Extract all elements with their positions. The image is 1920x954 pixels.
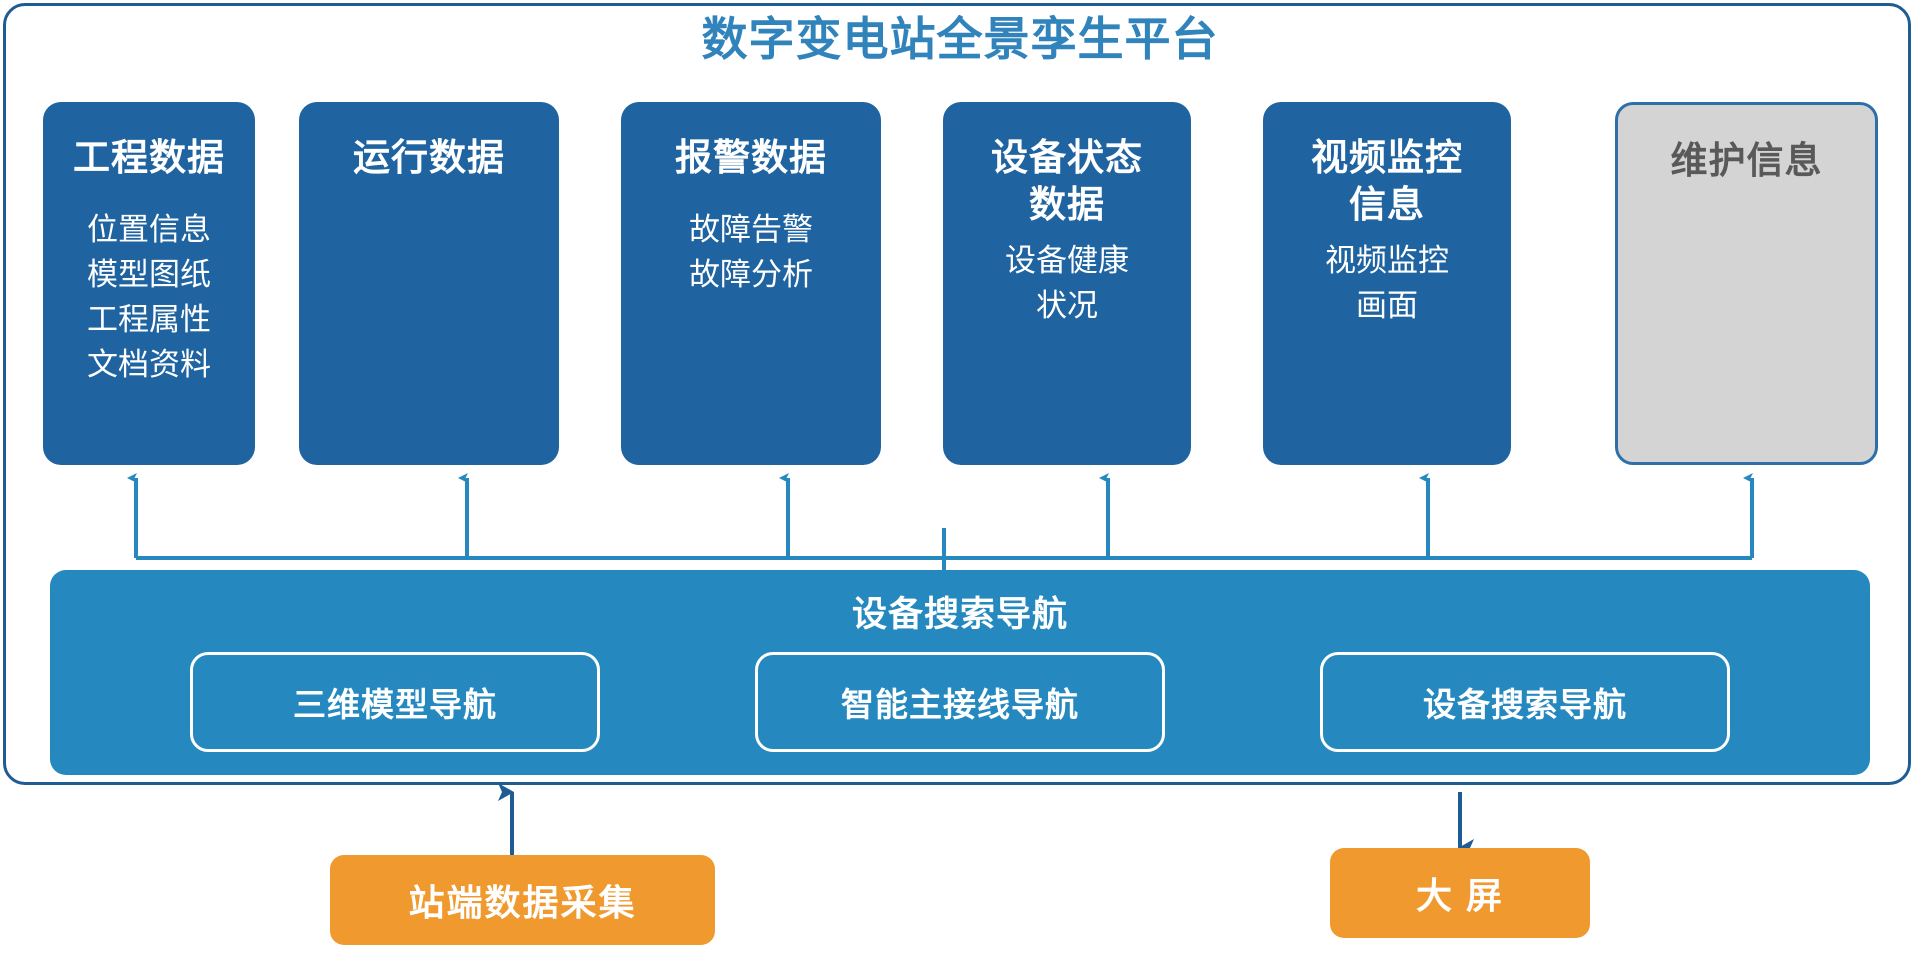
nav-pill-1[interactable]: 三维模型导航 xyxy=(190,652,600,752)
data-card-item: 视频监控 xyxy=(1325,243,1449,278)
page-title: 数字变电站全景孪生平台 xyxy=(701,13,1219,65)
data-card-item: 画面 xyxy=(1356,288,1418,323)
data-card-title: 工程数据 xyxy=(73,137,225,178)
nav-bar-title: 设备搜索导航 xyxy=(851,595,1068,634)
data-card-5[interactable]: 视频监控 信息视频监控画面 xyxy=(1263,102,1511,465)
data-card-row: 工程数据位置信息模型图纸工程属性文档资料运行数据报警数据故障告警故障分析设备状态… xyxy=(43,102,1878,465)
data-card-title: 维护信息 xyxy=(1670,140,1823,181)
data-card-item-list: 故障告警故障分析 xyxy=(689,207,813,297)
terminal-station-data-collection[interactable]: 站端数据采集 xyxy=(330,855,715,945)
nav-pill-3[interactable]: 设备搜索导航 xyxy=(1320,652,1730,752)
data-card-2[interactable]: 运行数据 xyxy=(299,102,559,465)
nav-pill-group: 三维模型导航 智能主接线导航 设备搜索导航 xyxy=(190,652,1730,752)
data-card-item: 模型图纸 xyxy=(87,257,211,292)
data-card-6[interactable]: 维护信息 xyxy=(1615,102,1878,465)
data-card-item: 工程属性 xyxy=(87,302,211,337)
terminal-large-screen[interactable]: 大 屏 xyxy=(1330,848,1590,938)
data-card-item: 状况 xyxy=(1036,288,1098,323)
data-card-item-list: 视频监控画面 xyxy=(1325,238,1449,328)
data-card-3[interactable]: 报警数据故障告警故障分析 xyxy=(621,102,881,465)
data-card-item: 设备健康 xyxy=(1005,243,1129,278)
device-search-nav-bar: 设备搜索导航 三维模型导航 智能主接线导航 设备搜索导航 xyxy=(50,570,1870,775)
data-card-item-list: 位置信息模型图纸工程属性文档资料 xyxy=(87,207,211,387)
data-card-item: 故障告警 xyxy=(689,212,813,247)
data-card-4[interactable]: 设备状态 数据设备健康状况 xyxy=(943,102,1191,465)
data-card-item-list: 设备健康状况 xyxy=(1005,238,1129,328)
data-card-title: 视频监控 信息 xyxy=(1311,137,1463,225)
data-card-title: 运行数据 xyxy=(353,137,505,178)
data-card-1[interactable]: 工程数据位置信息模型图纸工程属性文档资料 xyxy=(43,102,255,465)
nav-pill-2[interactable]: 智能主接线导航 xyxy=(755,652,1165,752)
data-card-item: 故障分析 xyxy=(689,257,813,292)
data-card-item: 位置信息 xyxy=(87,212,211,247)
data-card-item: 文档资料 xyxy=(87,347,211,382)
data-card-title: 设备状态 数据 xyxy=(991,137,1143,225)
data-card-title: 报警数据 xyxy=(675,137,827,178)
